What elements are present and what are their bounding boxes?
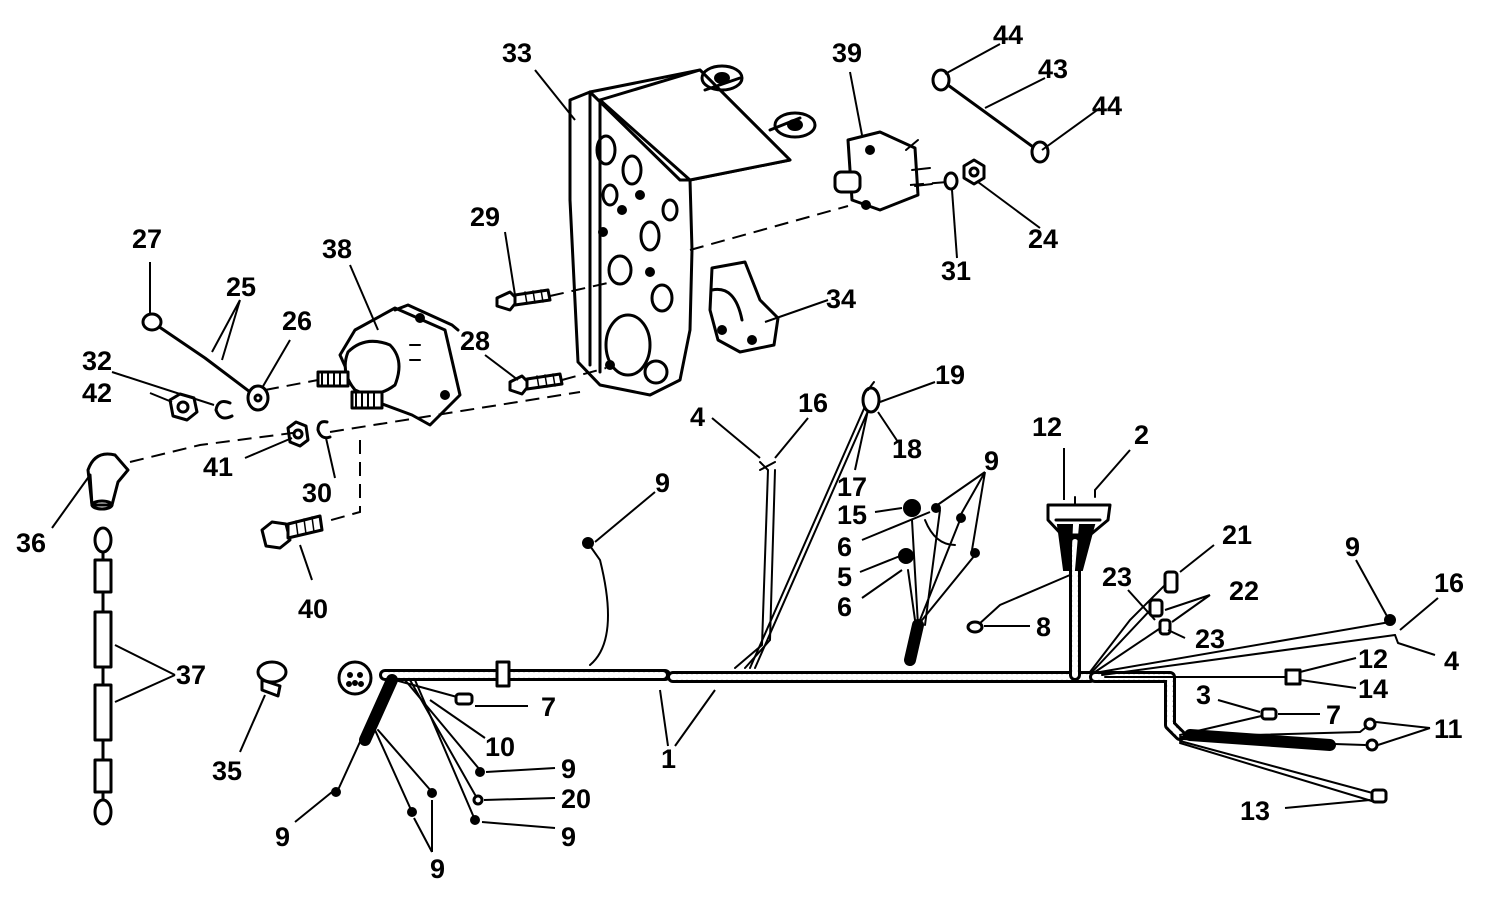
callout-10: 10 bbox=[485, 732, 515, 762]
callout-35: 35 bbox=[212, 756, 242, 786]
callout-17: 17 bbox=[837, 472, 867, 502]
callout-7: 7 bbox=[1326, 700, 1341, 730]
callout-16: 16 bbox=[1434, 568, 1464, 598]
callout-18: 18 bbox=[892, 434, 922, 464]
harness-connector bbox=[1046, 489, 1112, 571]
battery-cable bbox=[93, 526, 113, 826]
callout-9: 9 bbox=[430, 854, 445, 884]
screw-29 bbox=[495, 288, 552, 312]
bracket-plate bbox=[708, 260, 780, 354]
callout-29: 29 bbox=[470, 202, 500, 232]
callout-44: 44 bbox=[1092, 91, 1122, 121]
hex-nut bbox=[962, 158, 986, 186]
callout-24: 24 bbox=[1028, 224, 1058, 254]
lock-washer-30 bbox=[316, 420, 332, 440]
starter-solenoid bbox=[316, 303, 462, 427]
branch-wires bbox=[331, 381, 1399, 825]
callout-4: 4 bbox=[1444, 646, 1459, 676]
callout-2: 2 bbox=[1134, 420, 1149, 450]
callout-31: 31 bbox=[941, 256, 971, 286]
hose-clamp bbox=[256, 660, 288, 698]
callout-27: 27 bbox=[132, 224, 162, 254]
callout-1: 1 bbox=[661, 744, 676, 774]
callout-37: 37 bbox=[176, 660, 206, 690]
lock-washer bbox=[943, 171, 959, 191]
callout-41: 41 bbox=[203, 452, 233, 482]
callout-44: 44 bbox=[993, 20, 1023, 50]
hex-nut-41 bbox=[286, 420, 310, 448]
callout-15: 15 bbox=[837, 500, 867, 530]
callout-labels: 33 39 44 43 44 24 31 34 29 28 27 25 26 3… bbox=[16, 20, 1464, 884]
mounting-bracket bbox=[568, 64, 817, 397]
callout-14: 14 bbox=[1358, 674, 1388, 704]
bolt-40 bbox=[260, 514, 324, 550]
callout-21: 21 bbox=[1222, 520, 1252, 550]
callout-32: 32 bbox=[82, 346, 112, 376]
callout-13: 13 bbox=[1240, 796, 1270, 826]
callout-23: 23 bbox=[1102, 562, 1132, 592]
callout-9: 9 bbox=[984, 446, 999, 476]
callout-5: 5 bbox=[837, 562, 852, 592]
callout-11: 11 bbox=[1434, 714, 1463, 744]
callout-9: 9 bbox=[561, 822, 576, 852]
callout-12: 12 bbox=[1032, 412, 1062, 442]
callout-8: 8 bbox=[1036, 612, 1051, 642]
solenoid-lead bbox=[141, 312, 270, 412]
callout-6: 6 bbox=[837, 592, 852, 622]
screw-28 bbox=[508, 372, 564, 396]
callout-6: 6 bbox=[837, 532, 852, 562]
callout-9: 9 bbox=[1345, 532, 1360, 562]
starter-switch bbox=[833, 130, 933, 212]
leader-lines bbox=[51, 43, 1439, 853]
callout-33: 33 bbox=[502, 38, 532, 68]
callout-9: 9 bbox=[275, 822, 290, 852]
lock-washer-32 bbox=[214, 400, 234, 420]
callout-9: 9 bbox=[561, 754, 576, 784]
ground-lead bbox=[931, 68, 1050, 164]
callout-9: 9 bbox=[655, 468, 670, 498]
callout-38: 38 bbox=[322, 234, 352, 264]
callout-19: 19 bbox=[935, 360, 965, 390]
callout-36: 36 bbox=[16, 528, 46, 558]
callout-25: 25 bbox=[226, 272, 256, 302]
callout-39: 39 bbox=[832, 38, 862, 68]
callout-34: 34 bbox=[826, 284, 856, 314]
alignment-lines bbox=[129, 181, 949, 523]
callout-26: 26 bbox=[282, 306, 312, 336]
callout-16: 16 bbox=[798, 388, 828, 418]
callout-7: 7 bbox=[541, 692, 556, 722]
callout-12: 12 bbox=[1358, 644, 1388, 674]
callout-4: 4 bbox=[690, 402, 705, 432]
terminal-boot bbox=[86, 452, 130, 511]
callout-30: 30 bbox=[302, 478, 332, 508]
callout-3: 3 bbox=[1196, 680, 1211, 710]
callout-23: 23 bbox=[1195, 624, 1225, 654]
callout-43: 43 bbox=[1038, 54, 1068, 84]
callout-20: 20 bbox=[561, 784, 591, 814]
callout-42: 42 bbox=[82, 378, 112, 408]
callout-22: 22 bbox=[1229, 576, 1259, 606]
callout-28: 28 bbox=[460, 326, 490, 356]
callout-40: 40 bbox=[298, 594, 328, 624]
